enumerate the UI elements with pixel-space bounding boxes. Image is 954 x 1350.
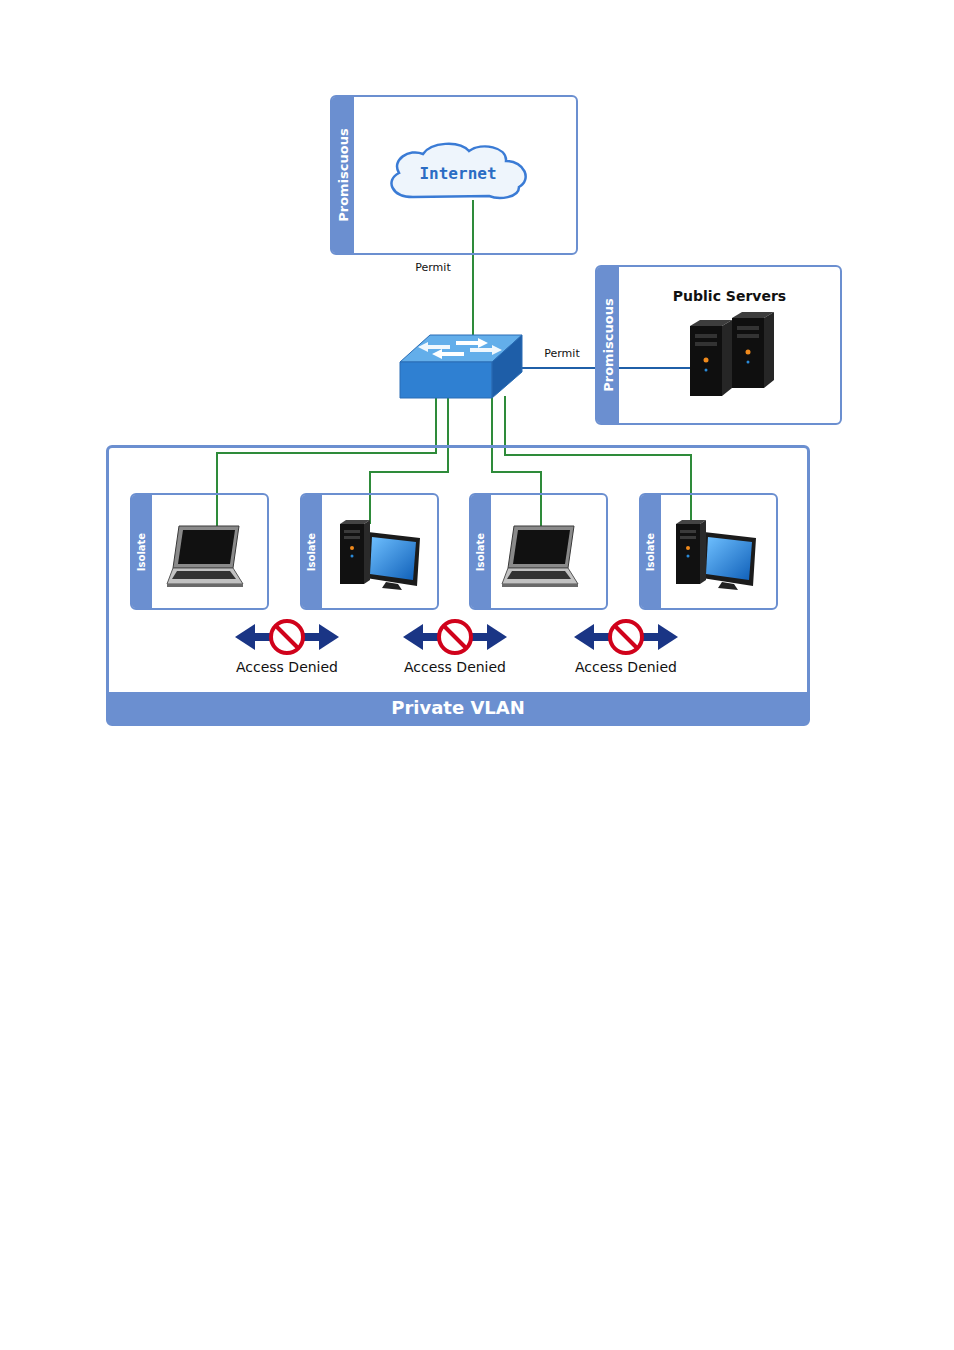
- denied-arrow: [444, 626, 466, 648]
- zone-label: Isolate: [476, 532, 486, 570]
- cloud-outline: [391, 144, 525, 198]
- client-device: [502, 526, 578, 587]
- network-wire: [217, 396, 436, 528]
- denied-arrow: [271, 621, 303, 653]
- denied-arrow: [574, 621, 678, 653]
- zone-label: Isolate: [646, 532, 656, 570]
- permit-label: Permit: [413, 261, 452, 274]
- permit-label: Permit: [542, 347, 581, 360]
- denied-arrow: [235, 624, 255, 650]
- client-device: [167, 520, 756, 590]
- network-switch: [418, 342, 450, 352]
- server-icon: [690, 312, 774, 396]
- denied-arrow: [403, 621, 507, 653]
- zone-label: Isolate: [307, 532, 317, 570]
- server-icon: [732, 312, 774, 388]
- zone-label: Private VLAN: [391, 697, 525, 718]
- isolate-port-box: Isolate: [639, 493, 778, 610]
- denied-arrow: [319, 624, 339, 650]
- zone-heading: Public Servers: [619, 288, 840, 305]
- denied-arrow: [610, 621, 642, 653]
- zone-label: Promiscuous: [602, 298, 615, 392]
- side-strip: Isolate: [302, 495, 322, 608]
- side-strip: Isolate: [641, 495, 661, 608]
- network-switch: [492, 335, 522, 398]
- denied-arrow: [487, 624, 507, 650]
- server-icon: [690, 320, 732, 396]
- side-strip: Promiscuous: [597, 267, 619, 423]
- zone-band: Private VLAN: [109, 692, 807, 723]
- side-strip: Isolate: [132, 495, 152, 608]
- denied-arrow: [574, 624, 594, 650]
- network-wire: [217, 200, 692, 528]
- denied-arrow: [403, 624, 423, 650]
- denied-label: Access Denied: [573, 659, 679, 676]
- denied-arrow: [276, 626, 298, 648]
- denied-arrow: [235, 621, 339, 653]
- zone-label: Promiscuous: [337, 128, 350, 222]
- client-device: [676, 520, 756, 590]
- network-wire: [370, 396, 448, 524]
- denied-label: Access Denied: [234, 659, 340, 676]
- side-strip: Isolate: [471, 495, 491, 608]
- network-wire: [492, 396, 541, 528]
- denied-arrow: [658, 624, 678, 650]
- network-switch: [470, 345, 502, 355]
- network-wire: [472, 200, 474, 340]
- network-switch: [400, 335, 522, 398]
- promiscuous-zone: Promiscuous Public Servers: [595, 265, 842, 425]
- denied-arrow: [235, 621, 678, 653]
- network-switch: [456, 338, 488, 348]
- cloud-label: Internet: [419, 164, 496, 183]
- denied-label: Access Denied: [402, 659, 508, 676]
- client-device: [340, 520, 420, 590]
- zone-label: Isolate: [137, 532, 147, 570]
- network-switch: [432, 349, 464, 359]
- denied-arrow: [615, 626, 637, 648]
- denied-arrow: [439, 621, 471, 653]
- private-vlan-zone: Private VLAN Isolate Isolate Isolate Isolate: [106, 445, 810, 726]
- client-device: [167, 526, 243, 587]
- internet-cloud: Internet: [383, 140, 533, 202]
- isolate-port-box: Isolate: [300, 493, 439, 610]
- isolate-port-box: Isolate: [130, 493, 269, 610]
- network-switch: [400, 362, 492, 398]
- side-strip: Promiscuous: [332, 97, 354, 253]
- promiscuous-zone: Promiscuous Internet: [330, 95, 578, 255]
- isolate-port-box: Isolate: [469, 493, 608, 610]
